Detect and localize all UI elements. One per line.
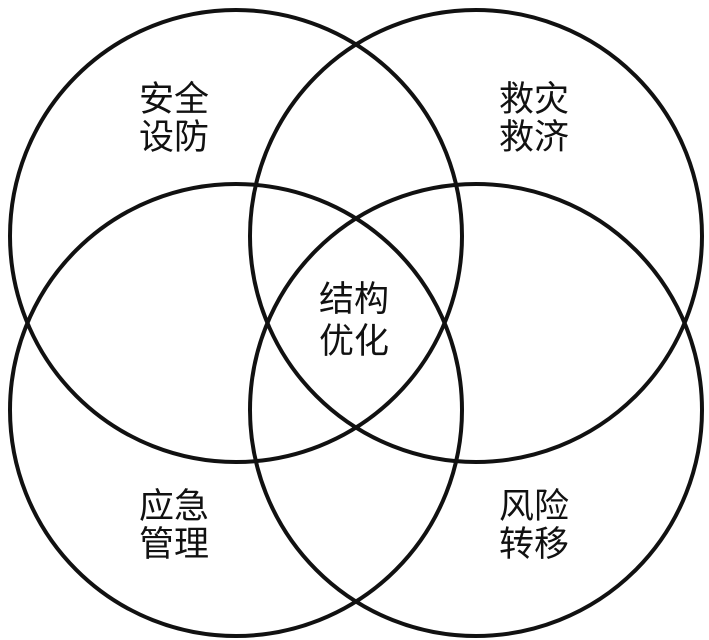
label-top-left-line2: 设防 xyxy=(139,118,209,158)
circle-top-right xyxy=(248,8,704,464)
label-center-line1: 结构 xyxy=(319,280,389,320)
label-bottom-left-line1: 应急 xyxy=(139,487,209,527)
label-center-line2: 优化 xyxy=(319,322,389,362)
label-bottom-right-line2: 转移 xyxy=(499,525,569,565)
circle-bottom-left xyxy=(8,182,464,638)
label-top-right-line2: 救济 xyxy=(499,118,569,158)
label-top-left-line1: 安全 xyxy=(139,80,209,120)
label-top-right-line1: 救灾 xyxy=(499,80,569,120)
circle-bottom-right xyxy=(248,182,704,638)
label-bottom-left-line2: 管理 xyxy=(139,525,209,565)
label-bottom-right-line1: 风险 xyxy=(499,487,569,527)
circle-top-left xyxy=(8,8,464,464)
